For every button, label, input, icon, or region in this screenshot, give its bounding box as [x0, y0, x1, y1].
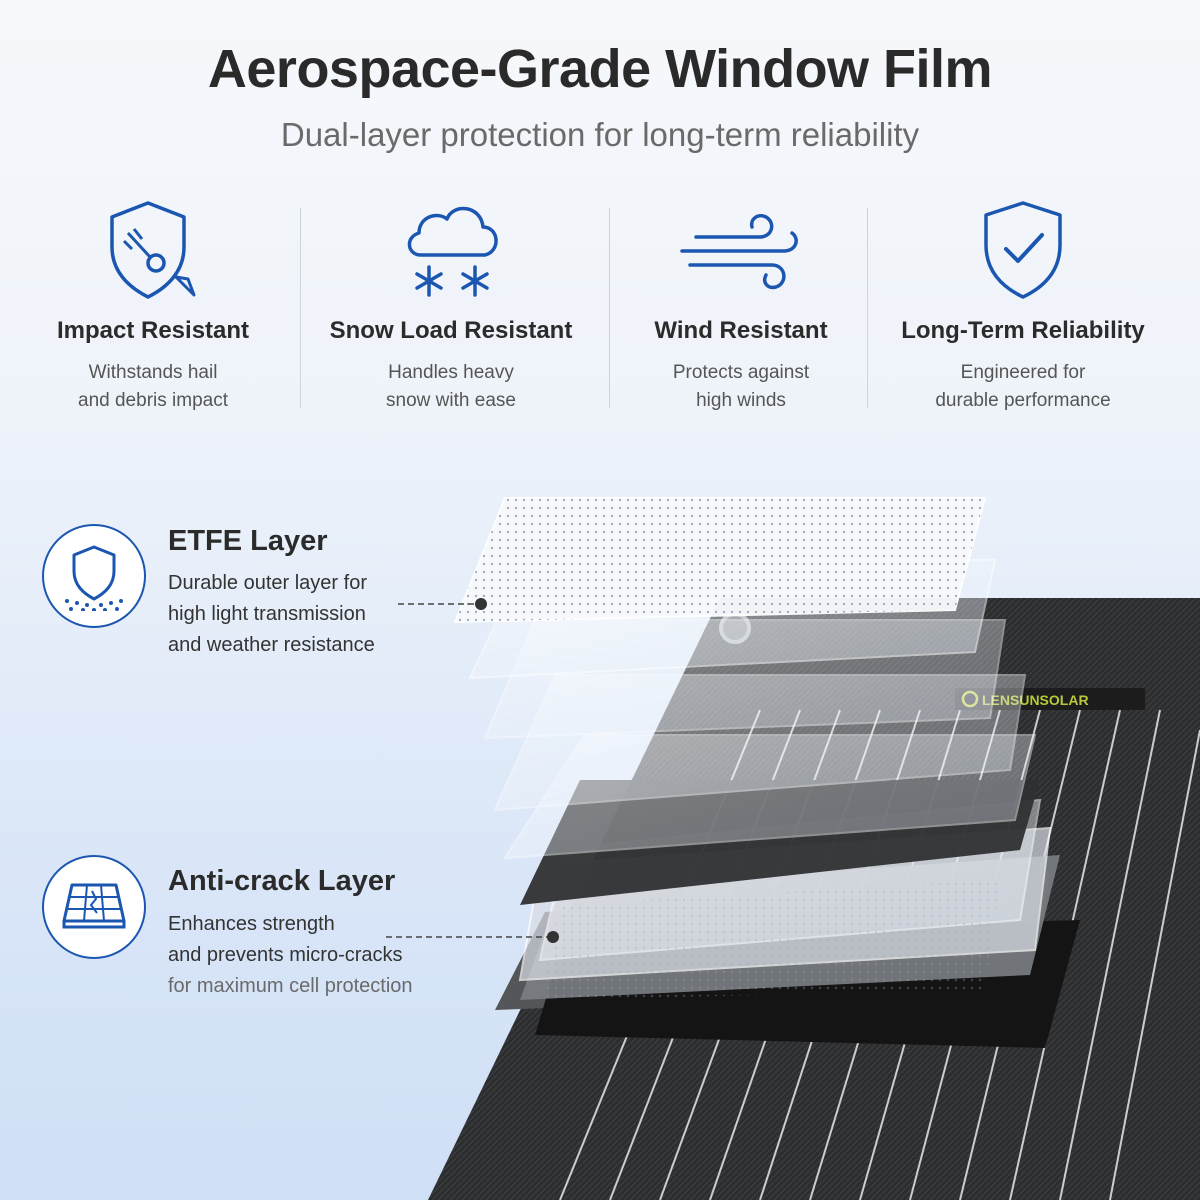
callout-anti-crack [386, 931, 559, 943]
feature-description: Engineered for durable performance [935, 362, 1111, 411]
film-layers [453, 497, 1080, 1048]
layer-desc-line: Durable outer layer for [168, 572, 367, 594]
shield-impact-icon [8, 195, 298, 305]
feature-title: Impact Resistant [56, 317, 250, 344]
page-subtitle: Dual-layer protection for long-term reli… [280, 116, 920, 153]
layer-desc-line: Enhances strength [168, 913, 335, 935]
layer-desc-line: and prevents micro-cracks [168, 944, 403, 966]
wind-icon [596, 195, 886, 305]
shield-check-icon [878, 195, 1168, 305]
feature-title: Long-Term Reliability [901, 317, 1145, 344]
layer-title: Anti-crack Layer [168, 865, 396, 897]
layer-desc-line: for maximum cell protection [168, 975, 413, 997]
layer-title: ETFE Layer [168, 525, 328, 557]
feature-divider [300, 208, 301, 408]
snow-cloud-icon [306, 195, 596, 305]
layer-description: Durable outer layer for high light trans… [168, 568, 375, 661]
feature-wind: Wind Resistant Protects against high win… [596, 195, 886, 415]
feature-description: Handles heavy snow with ease [386, 362, 516, 411]
feature-title: Wind Resistant [654, 317, 828, 344]
layer-desc-line: and weather resistance [168, 634, 375, 656]
feature-description: Withstands hail and debris impact [78, 362, 228, 411]
shield-droplets-icon [42, 524, 146, 628]
feature-description: Protects against high winds [672, 362, 810, 411]
feature-impact: Impact Resistant Withstands hail and deb… [8, 195, 298, 415]
feature-reliability: Long-Term Reliability Engineered for dur… [878, 195, 1168, 415]
callout-etfe [398, 598, 487, 610]
feature-divider [609, 208, 610, 408]
feature-title: Snow Load Resistant [329, 317, 573, 344]
feature-divider [867, 208, 868, 408]
page-title: Aerospace-Grade Window Film [207, 39, 993, 99]
cracked-panel-icon [42, 855, 146, 959]
layer-description: Enhances strength and prevents micro-cra… [168, 909, 413, 1002]
feature-snow: Snow Load Resistant Handles heavy snow w… [306, 195, 596, 415]
layer-desc-line: high light transmission [168, 603, 366, 625]
